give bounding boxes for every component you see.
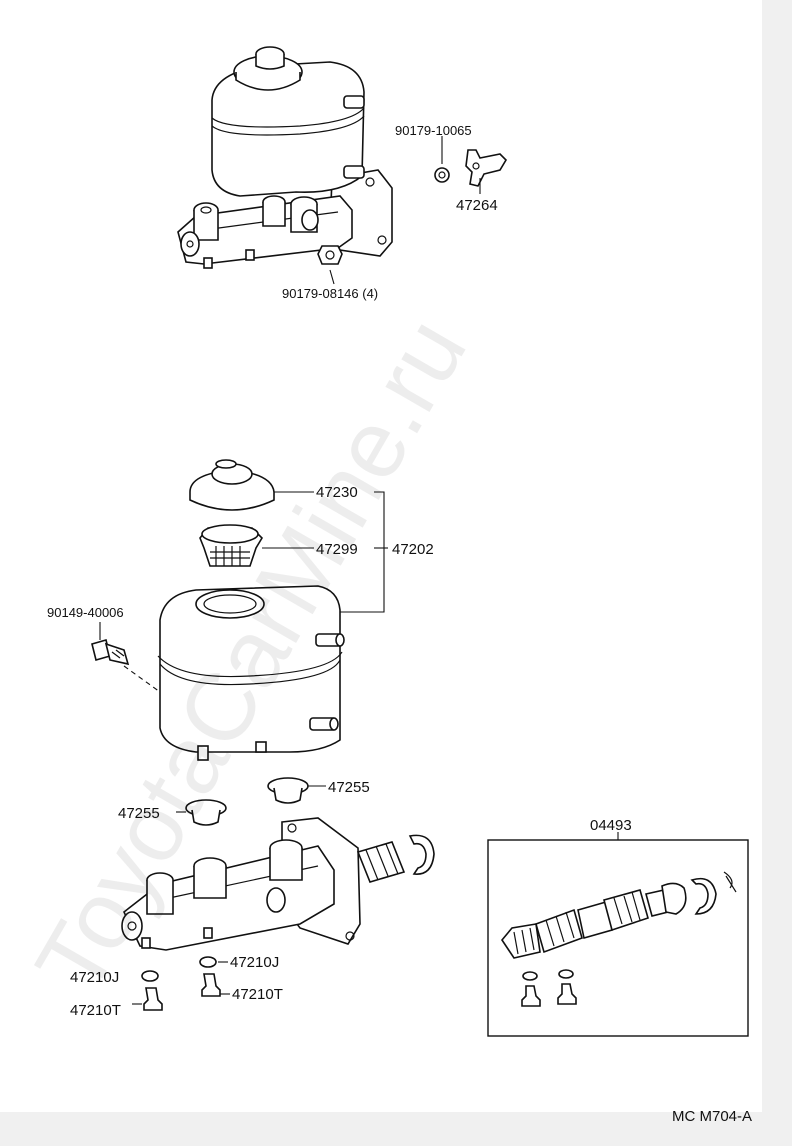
reservoir-bolt [91, 622, 161, 693]
label-bleeder-plug-right: 47210T [232, 986, 283, 1003]
label-bleeder-plug-left: 47210T [70, 1002, 121, 1019]
label-bleeder-cap-right: 47210J [230, 954, 279, 971]
bleeder-parts [132, 956, 230, 1011]
right-margin-strip [762, 0, 792, 1146]
reservoir-cap [189, 459, 314, 511]
label-bracket: 47264 [456, 197, 498, 214]
label-nut-upper: 90179-10065 [395, 123, 472, 138]
repair-kit-box [487, 832, 749, 1037]
label-grommet-upper: 47255 [328, 779, 370, 796]
label-cap: 47230 [316, 484, 358, 501]
diagram-code: MC M704-A [672, 1108, 752, 1125]
grommets [176, 777, 326, 826]
bottom-margin-strip [0, 1112, 762, 1146]
reservoir-strainer [199, 524, 314, 567]
group-bracket [338, 491, 388, 613]
label-repair-kit: 04493 [590, 817, 632, 834]
label-bleeder-cap-left: 47210J [70, 969, 119, 986]
label-reservoir-group: 47202 [392, 541, 434, 558]
label-grommet-lower: 47255 [118, 805, 160, 822]
label-nut-lower: 90179-08146 (4) [282, 286, 378, 301]
top-master-cylinder-assembly [177, 46, 508, 285]
label-bolt: 90149-40006 [47, 605, 124, 620]
master-cylinder-body [121, 817, 435, 951]
label-strainer: 47299 [316, 541, 358, 558]
reservoir-tank [157, 585, 345, 761]
